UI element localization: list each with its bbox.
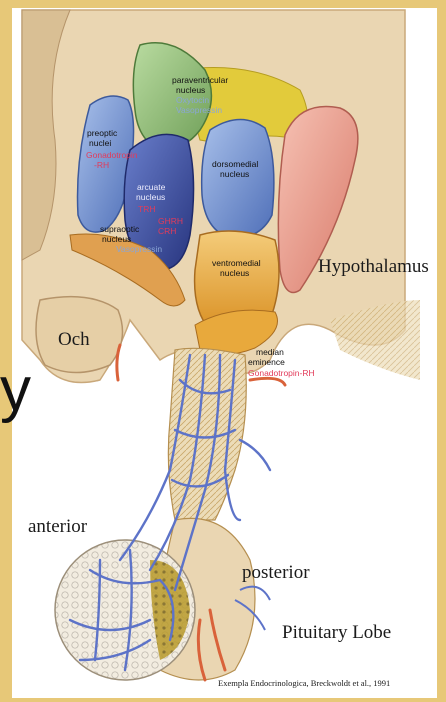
label-ventromedial-1: ventromedial — [212, 258, 261, 268]
label-paraventricular-2: nucleus — [176, 85, 205, 95]
label-posterior: posterior — [242, 562, 310, 583]
label-preoptic-2: nuclei — [89, 138, 111, 148]
label-credit: Exempla Endocrinologica, Breckwoldt et a… — [218, 678, 390, 688]
overlay-text-fragment: y — [0, 355, 31, 424]
label-anterior: anterior — [28, 516, 88, 537]
label-rh-preoptic: -RH — [94, 160, 109, 170]
label-arcuate-1: arcuate — [137, 182, 166, 192]
label-trh: TRH — [138, 204, 155, 214]
label-ventromedial-2: nucleus — [220, 268, 249, 278]
label-median-1: median — [256, 347, 284, 357]
label-och: Och — [58, 329, 90, 350]
label-paraventricular-1: paraventricular — [172, 75, 228, 85]
label-median-2: eminence — [248, 357, 285, 367]
label-gonadotropin-preoptic: Gonadotropin — [86, 150, 138, 160]
label-preoptic-1: preoptic — [87, 128, 118, 138]
label-arcuate-2: nucleus — [136, 192, 165, 202]
label-vasopressin-pv: Vasopressin — [176, 105, 222, 115]
label-oxytocin: Oxytocin — [176, 95, 209, 105]
label-dorsomedial-1: dorsomedial — [212, 159, 258, 169]
label-supraoptic-1: supraoptic — [100, 224, 140, 234]
label-crh: CRH — [158, 226, 176, 236]
label-supraoptic-2: nucleus — [102, 234, 131, 244]
label-hypothalamus: Hypothalamus — [318, 256, 429, 277]
label-vasopressin-so: Vasopressin — [116, 244, 162, 254]
label-pituitary-lobe: Pituitary Lobe — [282, 622, 391, 643]
label-ghrh: GHRH — [158, 216, 183, 226]
label-gonadotropin-median: Gonadotropin-RH — [248, 368, 315, 378]
label-dorsomedial-2: nucleus — [220, 169, 249, 179]
